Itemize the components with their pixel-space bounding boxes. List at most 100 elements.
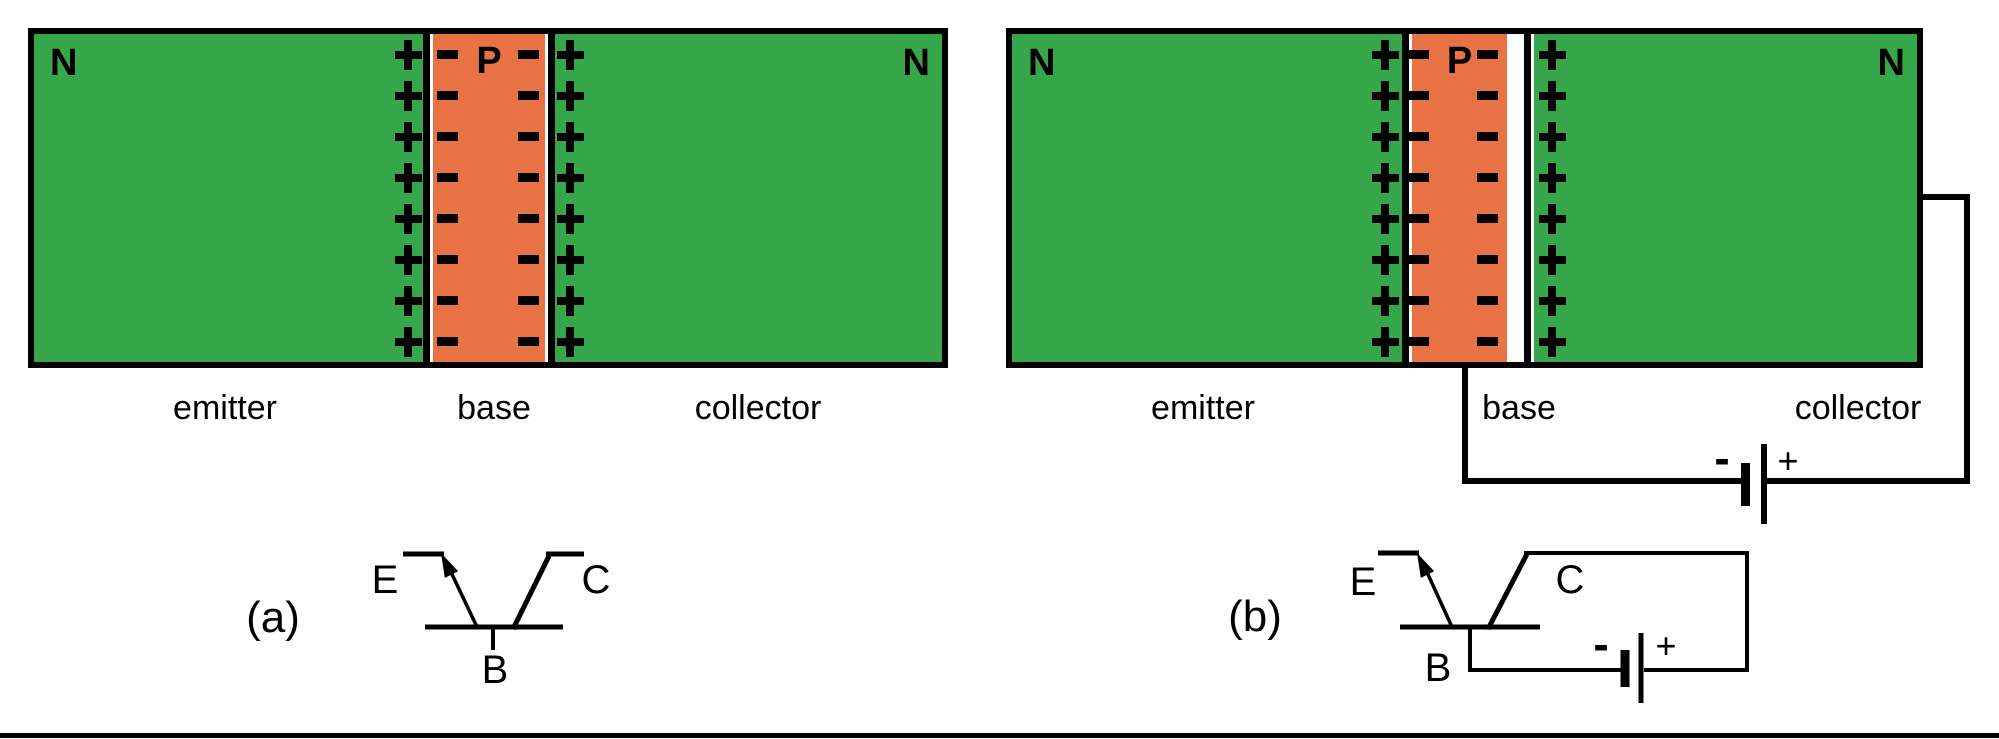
emitter-zone-label-b: emitter [1151,389,1255,427]
collector-plus-column-a [555,34,585,362]
minus-charge [436,337,458,346]
plus-charge [1539,122,1566,152]
base-minus-column-right-b [1472,34,1502,362]
plus-charge [1539,40,1566,70]
minus-charge [1407,296,1429,305]
minus-charge [1407,214,1429,223]
schematic-battery-negative-sign: - [1593,618,1609,670]
minus-charge [436,214,458,223]
emitter-arrowhead-b [1417,553,1435,578]
plus-charge [1539,327,1566,357]
minus-charge [517,91,539,100]
base-p-region-b: P [1412,34,1507,362]
collector-type-label-b: N [1877,42,1905,84]
plus-charge [395,81,422,111]
minus-charge [436,255,458,264]
minus-charge [517,50,539,59]
emitter-n-region-b [1012,34,1402,362]
plus-charge [1372,286,1399,316]
emitter-type-label-a: N [50,42,78,84]
emitter-type-label-b: N [1028,42,1056,84]
emitter-n-region-a [34,34,423,362]
plus-charge [395,327,422,357]
collector-type-label-a: N [902,42,930,84]
plus-charge [1372,245,1399,275]
plus-charge [557,327,584,357]
plus-charge [395,204,422,234]
collector-pin-label-b: C [1555,558,1585,602]
minus-charge [1476,214,1498,223]
battery-negative-sign: - [1714,432,1730,484]
base-pin-label-a: B [481,648,509,692]
base-collector-junction-b [1524,34,1531,362]
plus-charge [1539,163,1566,193]
emitter-zone-label-a: emitter [173,389,277,427]
collector-n-region-b [1534,34,1917,362]
plus-charge [395,245,422,275]
plus-charge [395,286,422,316]
base-zone-label-a: base [457,389,531,427]
minus-charge [436,50,458,59]
plus-charge [557,163,584,193]
plus-charge [557,40,584,70]
panel-tag-b: (b) [1228,592,1282,641]
emitter-arrow-shaft-a [448,569,479,628]
emitter-arrowhead-a [441,553,459,578]
plus-charge [1372,327,1399,357]
minus-charge [1476,132,1498,141]
plus-charge [1539,204,1566,234]
minus-charge [1407,91,1429,100]
base-zone-label-b: base [1482,389,1556,427]
emitter-plus-column-b [1370,34,1400,362]
minus-charge [517,337,539,346]
minus-charge [436,173,458,182]
emitter-arrow-shaft-b [1424,569,1454,628]
base-minus-column-left-a [432,34,462,362]
minus-charge [436,91,458,100]
battery-positive-plate [1761,444,1767,524]
base-p-region-a: P [433,34,545,362]
minus-charge [1476,50,1498,59]
collector-wire-vertical [1964,194,1970,484]
bottom-rule [0,733,1999,738]
base-collector-junction-a [548,34,555,362]
battery-negative-plate [1741,463,1750,506]
plus-charge [557,122,584,152]
emitter-pin-label-b: E [1349,560,1377,604]
emitter-pin-label-a: E [371,558,399,602]
plus-charge [557,204,584,234]
collector-zone-label-b: collector [1794,389,1922,427]
npn-bar-b: P N N [1006,28,1923,368]
minus-charge [517,173,539,182]
plus-charge [557,81,584,111]
emitter-base-junction-a [423,34,430,362]
plus-charge [1372,204,1399,234]
minus-charge [1476,255,1498,264]
minus-charge [1476,337,1498,346]
collector-n-region-a [555,34,942,362]
minus-charge [517,296,539,305]
plus-charge [1539,81,1566,111]
minus-charge [517,132,539,141]
minus-charge [1476,173,1498,182]
panel-tag-a: (a) [246,593,300,642]
minus-charge [436,296,458,305]
collector-diagonal-b [1485,552,1530,631]
base-minus-column-left-b [1403,34,1433,362]
minus-charge [517,255,539,264]
minus-charge [1407,173,1429,182]
plus-charge [1539,286,1566,316]
battery-wire-left [1462,478,1743,484]
plus-charge [395,40,422,70]
collector-wire-stub [1920,194,1970,200]
collector-diagonal-a [510,554,552,631]
plus-charge [557,286,584,316]
plus-charge [1372,122,1399,152]
minus-charge [1476,296,1498,305]
plus-charge [395,163,422,193]
emitter-base-junction-b [1402,34,1409,362]
minus-charge [517,214,539,223]
minus-charge [1407,50,1429,59]
plus-charge [1372,40,1399,70]
